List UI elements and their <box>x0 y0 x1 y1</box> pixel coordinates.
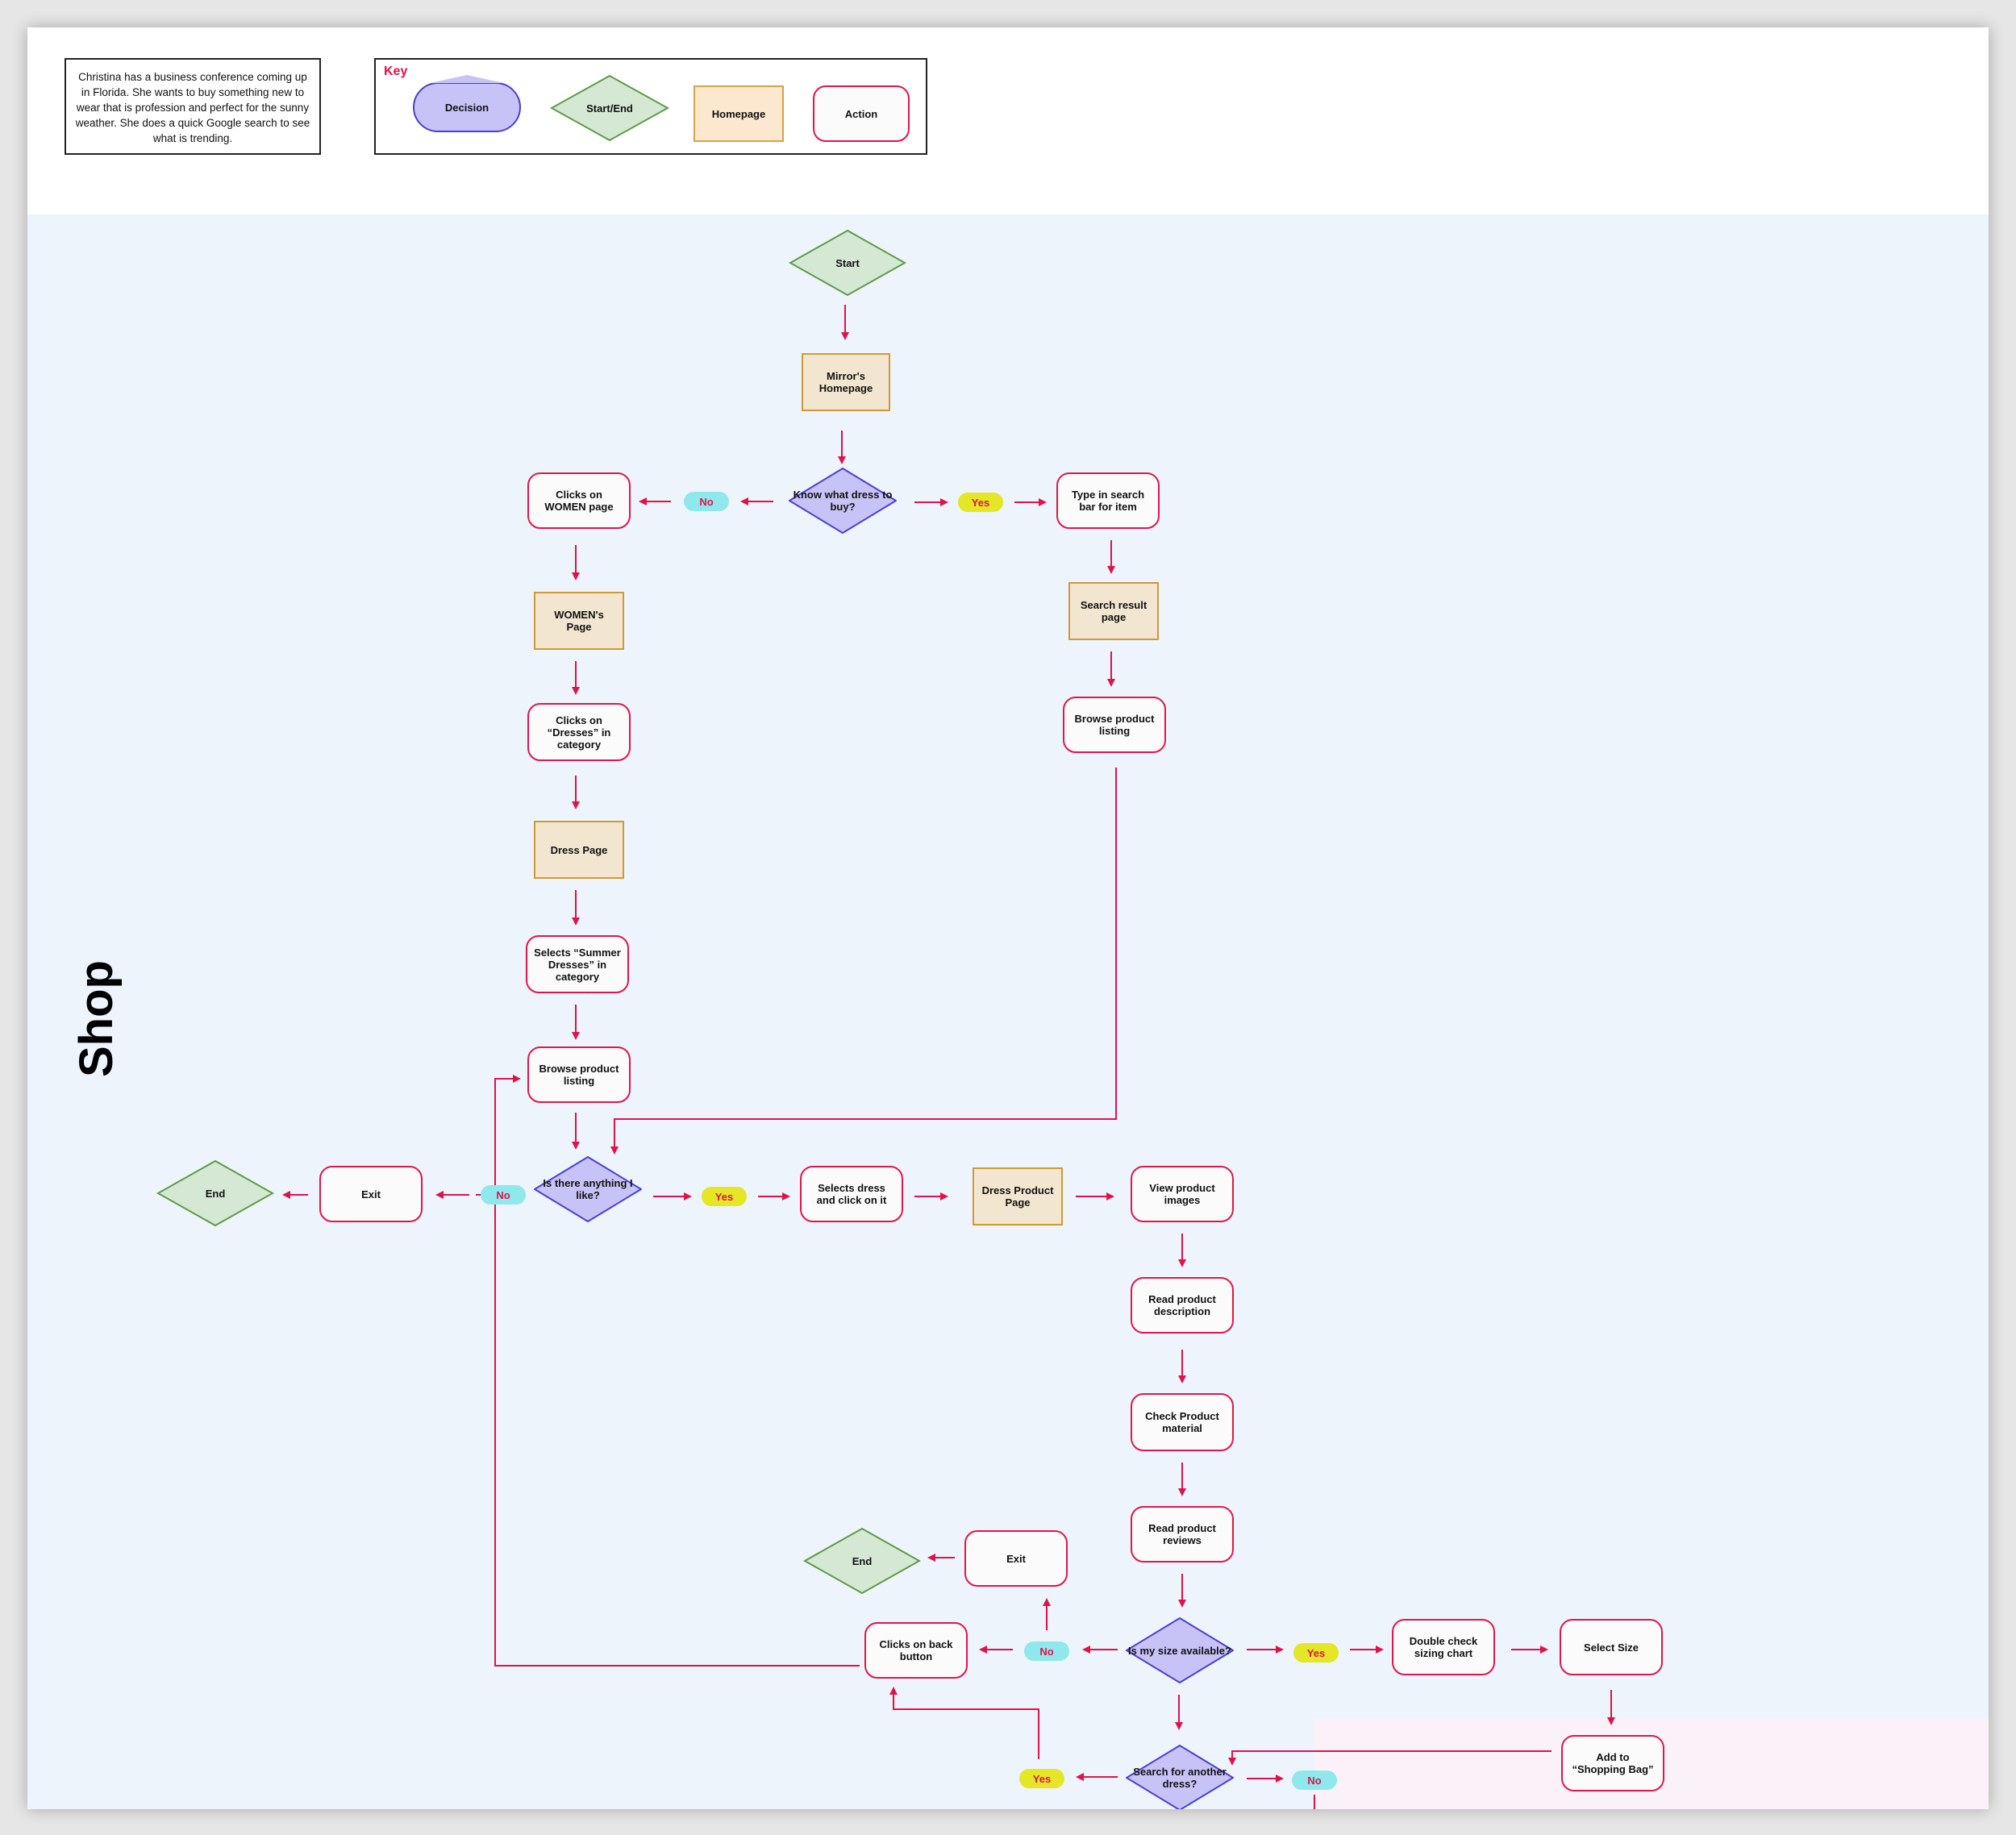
exit-bottom: Exit <box>964 1530 1068 1587</box>
label-no-size: No <box>1024 1642 1069 1661</box>
legend-start-end-label: Start/End <box>586 102 633 114</box>
end-bottom-label: End <box>852 1554 873 1567</box>
connector-back-loop-to-browse <box>494 1075 860 1666</box>
exit-left: Exit <box>319 1166 423 1222</box>
label-yes-search-another: Yes <box>1019 1769 1064 1788</box>
decision-know-what-dress: Know what dress to buy? <box>789 468 897 534</box>
label-yes-size: Yes <box>1293 1643 1339 1662</box>
decision-search-another-label: Search for another dress? <box>1133 1766 1227 1790</box>
mirrors-homepage: Mirror's Homepage <box>802 353 890 411</box>
legend-start-end: Start/End <box>550 74 669 142</box>
read-reviews: Read product reviews <box>1131 1506 1234 1562</box>
double-check-sizing: Double check sizing chart <box>1392 1619 1495 1675</box>
decision-size-available-label: Is my size available? <box>1128 1644 1231 1657</box>
read-description: Read product description <box>1131 1277 1234 1334</box>
end-left: End <box>156 1159 274 1227</box>
legend-action: Action <box>813 85 910 142</box>
clicks-dresses: Clicks on “Dresses” in category <box>527 703 631 761</box>
search-result-page: Search result page <box>1068 582 1159 640</box>
view-images: View product images <box>1131 1166 1234 1222</box>
end-left-label: End <box>205 1187 226 1200</box>
start-label: Start <box>835 256 860 269</box>
connector-bag-to-search-another <box>1228 1750 1552 1766</box>
end-bottom: End <box>803 1527 921 1595</box>
legend-title: Key <box>384 64 408 78</box>
label-no-search-another: No <box>1292 1771 1337 1790</box>
dress-page: Dress Page <box>534 821 624 879</box>
diagram-canvas: Christina has a business conference comi… <box>27 27 1989 1809</box>
start-node: Start <box>789 229 906 297</box>
connectors-layer <box>282 305 1615 1809</box>
women-page: WOMEN's Page <box>534 592 624 650</box>
label-no-know-dress: No <box>684 492 729 511</box>
decision-anything-i-like-label: Is there anything I like? <box>543 1177 633 1201</box>
decision-know-what-dress-label: Know what dress to buy? <box>793 489 893 513</box>
label-yes-know-dress: Yes <box>958 493 1003 512</box>
connector-browse-right-down <box>610 768 1117 1155</box>
clicks-women-page: Clicks on WOMEN page <box>527 472 631 529</box>
decision-search-another: Search for another dress? <box>1126 1745 1234 1809</box>
dress-product-page: Dress Product Page <box>973 1167 1063 1225</box>
add-to-bag: Add to “Shopping Bag” <box>1561 1735 1664 1791</box>
connector-yes-up-to-back <box>889 1687 1039 1759</box>
clicks-back: Clicks on back button <box>864 1622 968 1679</box>
selects-dress: Selects dress and click on it <box>800 1166 903 1222</box>
check-material: Check Product material <box>1131 1393 1234 1451</box>
label-yes-anything: Yes <box>702 1187 747 1206</box>
lane-label-shop: Shop <box>70 960 123 1077</box>
select-size: Select Size <box>1560 1619 1663 1675</box>
decision-size-available: Is my size available? <box>1126 1617 1234 1683</box>
browse-listing-left: Browse product listing <box>527 1046 631 1103</box>
type-search: Type in search bar for item <box>1056 472 1160 529</box>
browse-listing-right: Browse product listing <box>1063 697 1166 753</box>
legend-decision: Decision <box>413 74 521 140</box>
legend-decision-label: Decision <box>444 101 489 114</box>
label-no-anything: No <box>481 1185 526 1205</box>
scenario-note: Christina has a business conference comi… <box>65 58 321 155</box>
selects-summer-dresses: Selects “Summer Dresses” in category <box>526 935 629 993</box>
decision-anything-i-like: Is there anything I like? <box>534 1156 642 1222</box>
legend-homepage: Homepage <box>694 85 784 142</box>
